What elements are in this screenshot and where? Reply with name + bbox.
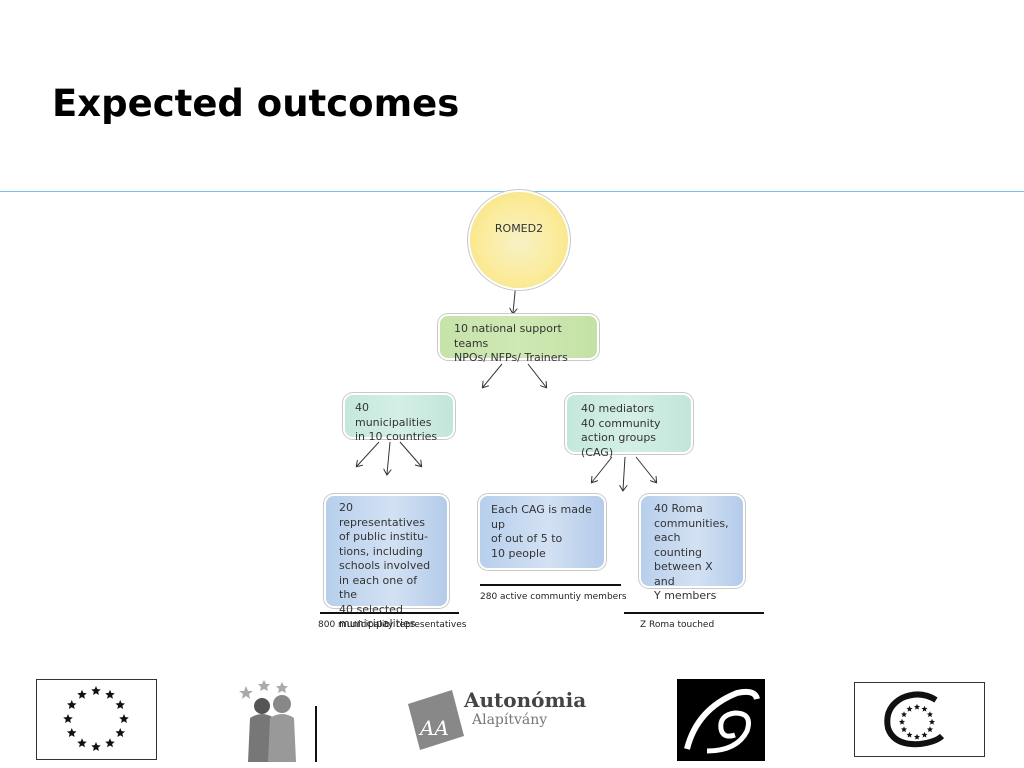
coe-star-icon (906, 705, 913, 712)
eu-star-icon (77, 689, 87, 699)
eu-star-icon (91, 686, 101, 696)
coe-star-icon (921, 705, 928, 712)
council-of-europe-logo (854, 682, 985, 757)
autonomia-logo: AA Autonómia Alapítvány (408, 686, 586, 752)
romed2-root-node: ROMED2 (470, 192, 568, 288)
eu-flag-logo (36, 679, 157, 760)
coe-star-icon (900, 726, 908, 733)
eu-star-icon (63, 714, 73, 724)
roma-communities-node: 40 Roma communities, each counting betwe… (641, 496, 743, 602)
coe-star-icon (926, 726, 934, 733)
mediators-node: 40 mediators 40 community action groups … (567, 395, 691, 459)
coe-star-icon (928, 718, 936, 725)
autonomia-mark-icon: AA (408, 690, 464, 750)
arrow-mediators-right (635, 456, 656, 482)
arrow-mediators-mid (623, 456, 625, 490)
coe-star-icon (921, 731, 928, 738)
representatives-node: 20 representatives of public institu- ti… (326, 496, 447, 630)
representatives-caption: 800 municipality representatives (318, 620, 467, 630)
cag-node: Each CAG is made up of out of 5 to 10 pe… (480, 496, 604, 568)
representatives-underline (320, 612, 459, 614)
title-divider (0, 191, 1024, 192)
coe-star-icon (898, 718, 906, 725)
support-teams-node: 10 national support teams NPOs/ NFPs/ Tr… (440, 316, 597, 364)
eu-star-icon (115, 728, 125, 738)
slide-title: Expected outcomes (52, 82, 460, 125)
eu-star-icon (91, 742, 101, 752)
roma-underline (624, 612, 764, 614)
eu-star-icon (67, 700, 77, 710)
eu-star-icon (67, 728, 77, 738)
arrow-municipalities-right (399, 441, 421, 466)
svg-text:AA: AA (418, 716, 449, 740)
romed-people-logo (239, 680, 317, 762)
coe-star-icon (926, 711, 934, 718)
eu-star-icon (77, 738, 87, 748)
arrow-support-mediators (527, 363, 546, 387)
eu-star-icon (115, 700, 125, 710)
eu-star-icon (119, 714, 129, 724)
cag-underline (480, 584, 621, 586)
autonomia-name: Autonómia (464, 688, 587, 712)
coe-star-icon (906, 731, 913, 738)
autonomia-subtitle: Alapítvány (472, 712, 548, 728)
arrow-municipalities-mid (387, 441, 390, 474)
eu-star-icon (105, 689, 115, 699)
eu-star-icon (105, 738, 115, 748)
municipalities-node: 40 municipalities in 10 countries (345, 395, 453, 443)
roma-caption: Z Roma touched (640, 620, 715, 630)
coe-star-icon (913, 703, 921, 710)
romed2-label: ROMED2 (494, 222, 544, 235)
council-spiral-logo (677, 679, 765, 761)
arrow-mediators-left (592, 456, 613, 482)
coe-star-icon (900, 711, 908, 718)
arrow-support-municipalities (483, 363, 503, 387)
cag-caption: 280 active communtiy members (480, 592, 627, 602)
arrow-municipalities-left (357, 441, 380, 466)
coe-star-icon (913, 733, 921, 740)
